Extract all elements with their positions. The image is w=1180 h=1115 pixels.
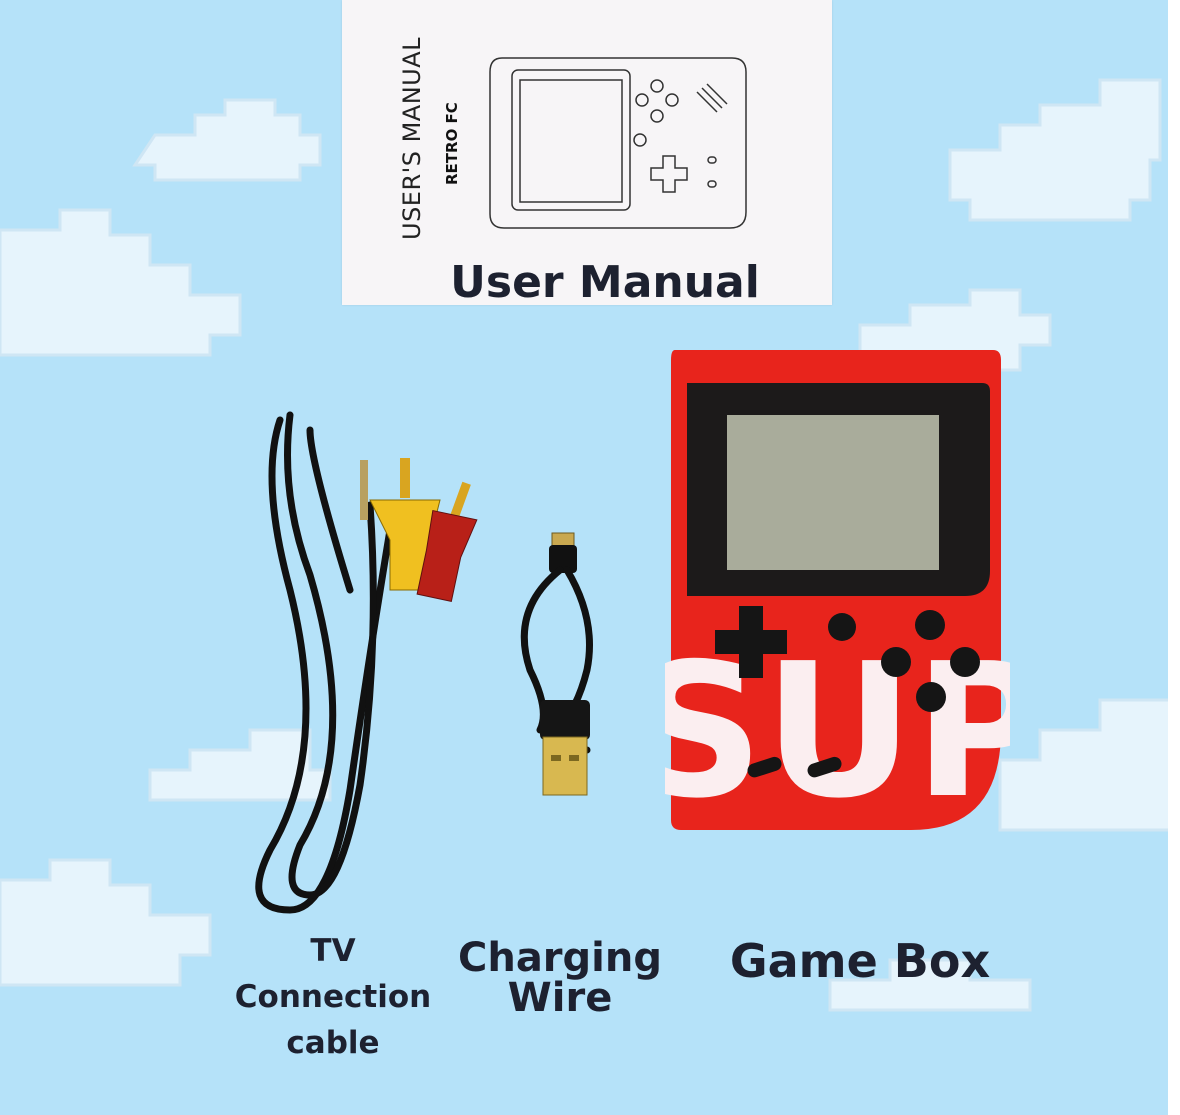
label-tv-connection-cable: TV Connection cable	[222, 928, 444, 1066]
game-box-console-image: SUP	[665, 350, 1010, 835]
manual-title: USER'S MANUAL	[398, 36, 426, 240]
label-line: Wire	[507, 975, 613, 1021]
manual-console-illustration	[489, 57, 747, 229]
manual-brand: RETRO FC	[443, 102, 461, 185]
red-rca-plug	[416, 481, 478, 602]
audio-jack-plug	[360, 460, 368, 520]
lcd-screen	[727, 415, 939, 570]
tv-connection-cable-image	[255, 411, 478, 914]
d-pad	[715, 606, 787, 678]
image-border	[1168, 0, 1180, 1115]
label-line: cable	[286, 1025, 380, 1061]
label-charging-wire: Charging Wire	[455, 938, 665, 1018]
user-manual-booklet	[342, 0, 832, 305]
charging-wire-image	[520, 532, 593, 796]
label-game-box: Game Box	[729, 934, 991, 988]
label-line: Connection	[234, 979, 432, 1015]
label-line: Charging	[457, 935, 662, 981]
label-user-manual: User Manual	[450, 257, 760, 308]
label-line: TV	[310, 933, 356, 969]
